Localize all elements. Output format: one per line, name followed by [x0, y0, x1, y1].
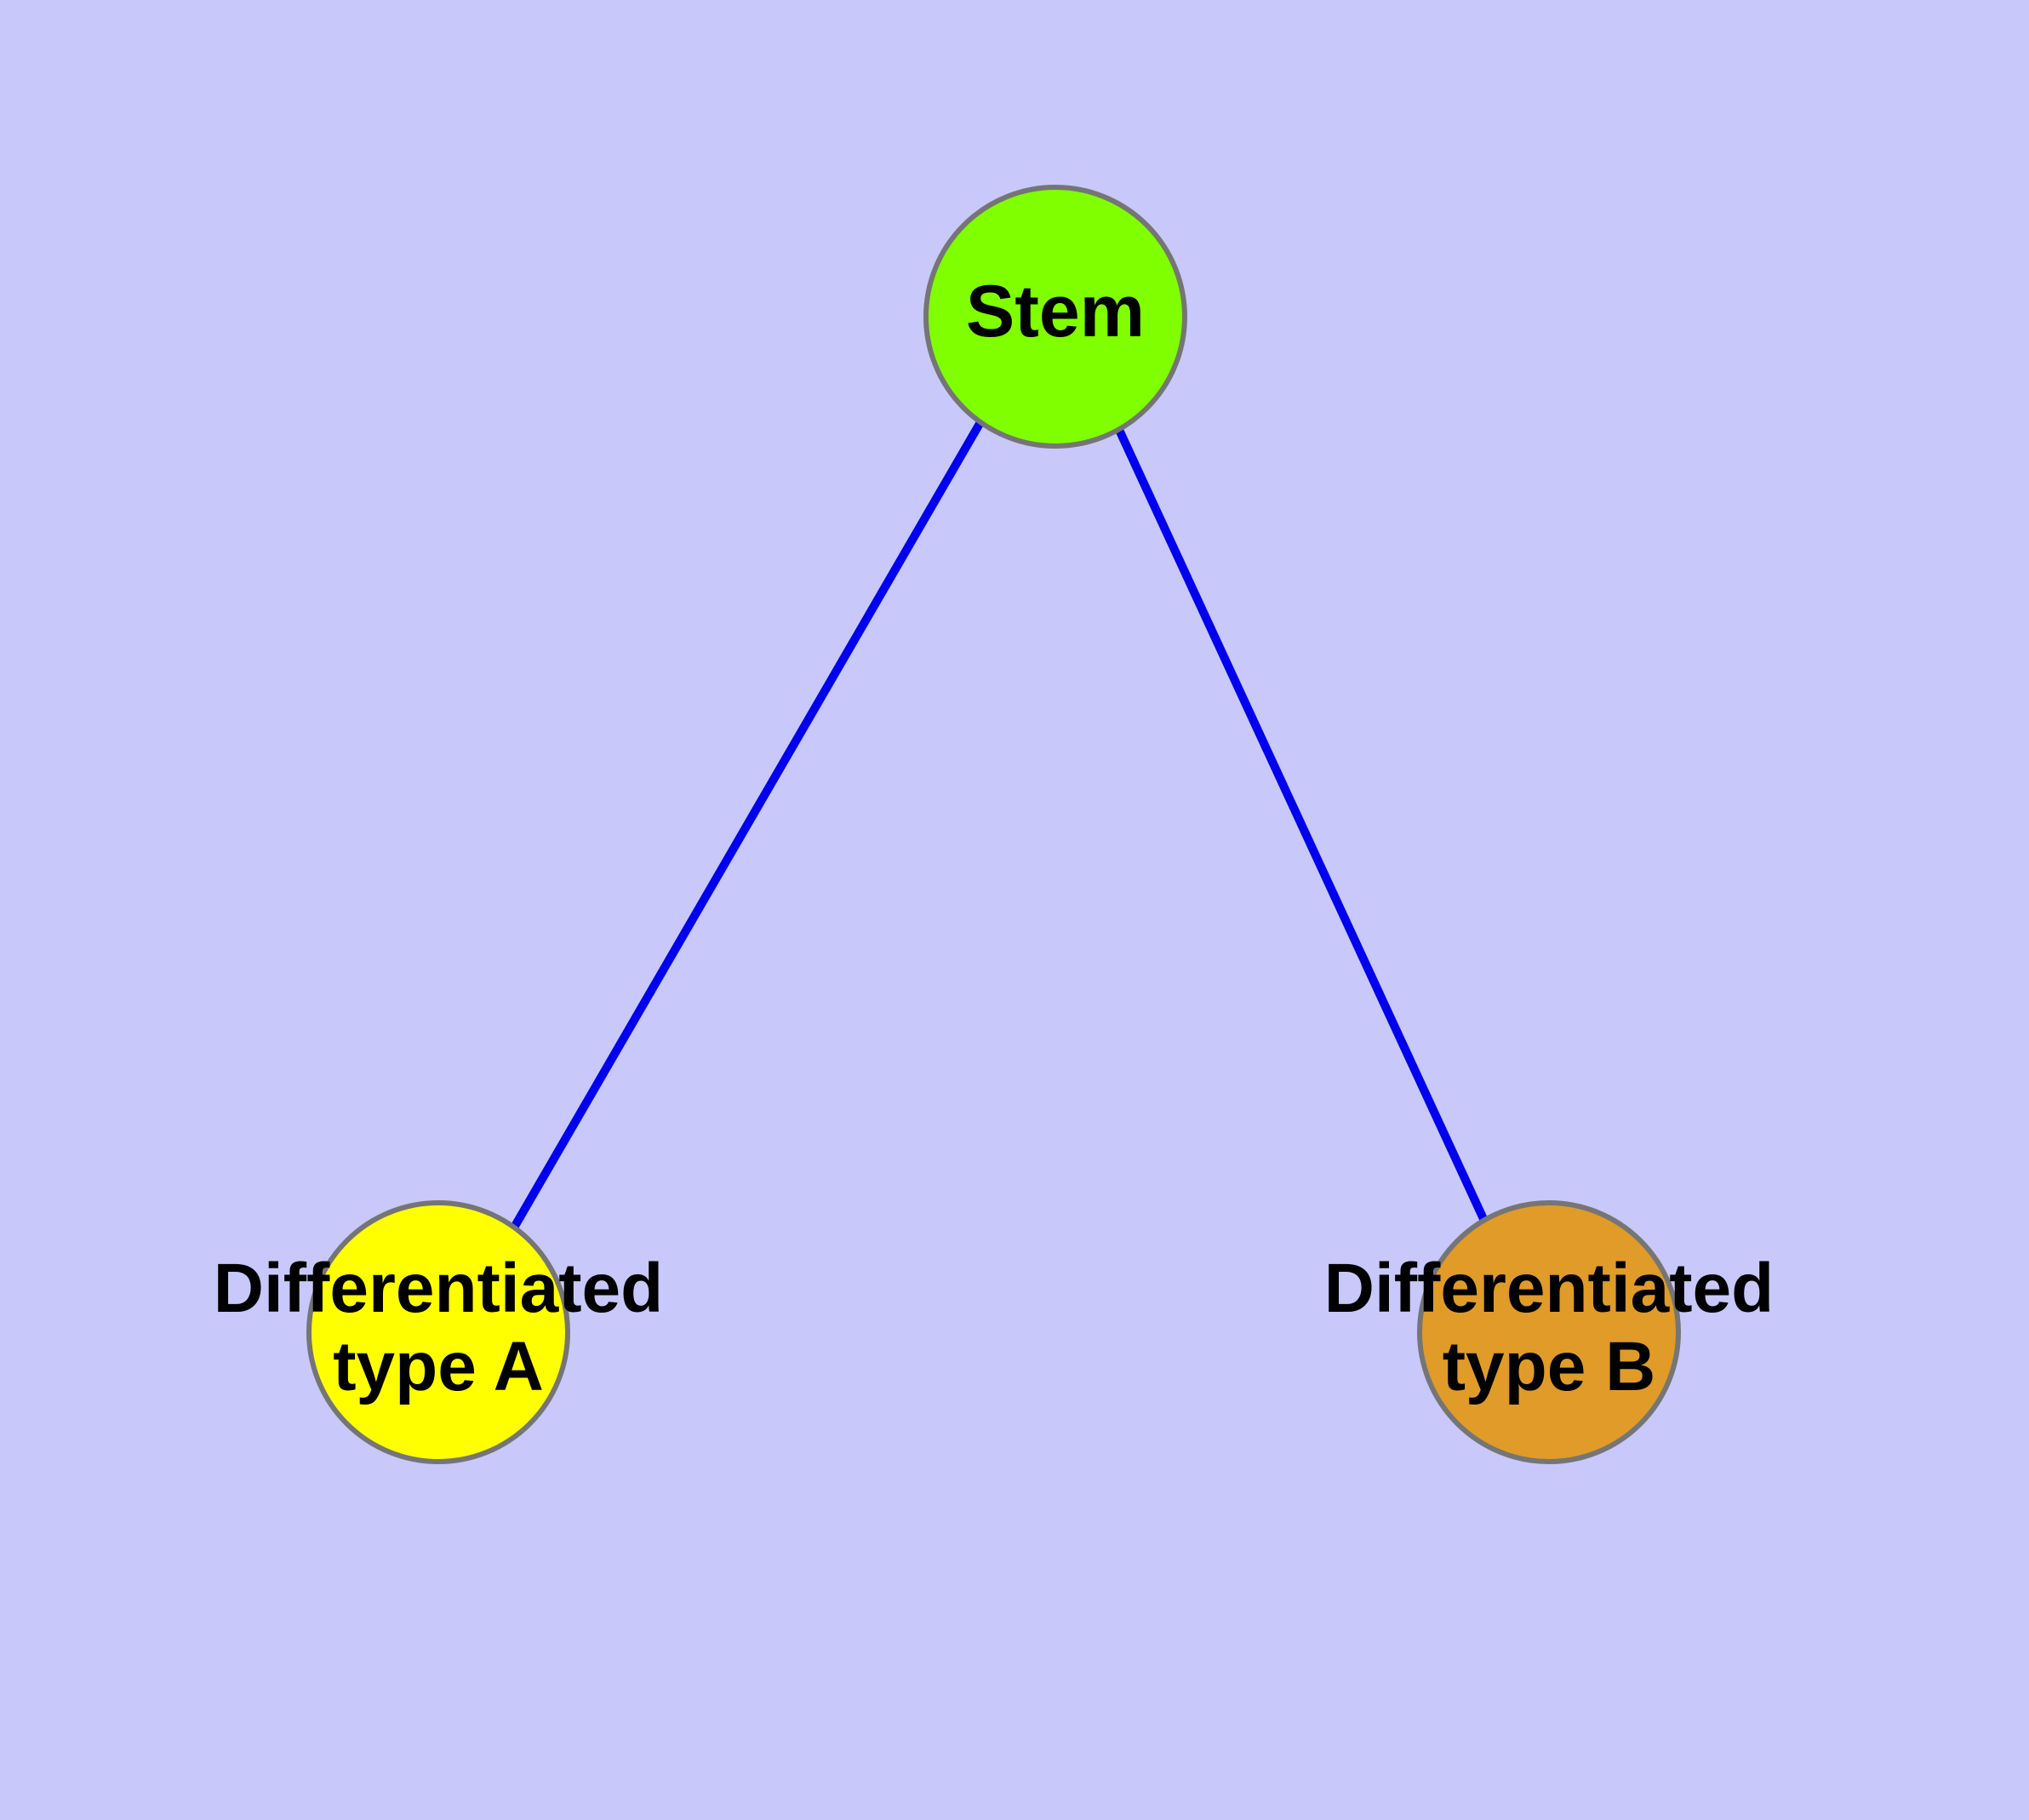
label-line: Differentiated	[214, 1250, 664, 1327]
nodes-group	[306, 185, 1681, 1464]
label-line: Differentiated	[1324, 1250, 1775, 1327]
node-stem-circle[interactable]	[923, 185, 1187, 449]
edge-stem-to-type-a[interactable]	[510, 420, 985, 1230]
node-type-b-circle[interactable]	[1417, 1200, 1681, 1464]
node-type-a[interactable]	[306, 1200, 570, 1464]
label-line: type A	[333, 1328, 544, 1405]
edge-stem-to-type-b[interactable]	[1115, 427, 1489, 1223]
node-type-b[interactable]	[1417, 1200, 1681, 1464]
edges-group	[510, 420, 1489, 1230]
node-stem[interactable]	[923, 185, 1187, 449]
node-stem-label: Stem	[966, 271, 1145, 352]
node-type-a-circle[interactable]	[306, 1200, 570, 1464]
label-line: Stem	[966, 271, 1145, 352]
label-line: type B	[1443, 1328, 1656, 1405]
